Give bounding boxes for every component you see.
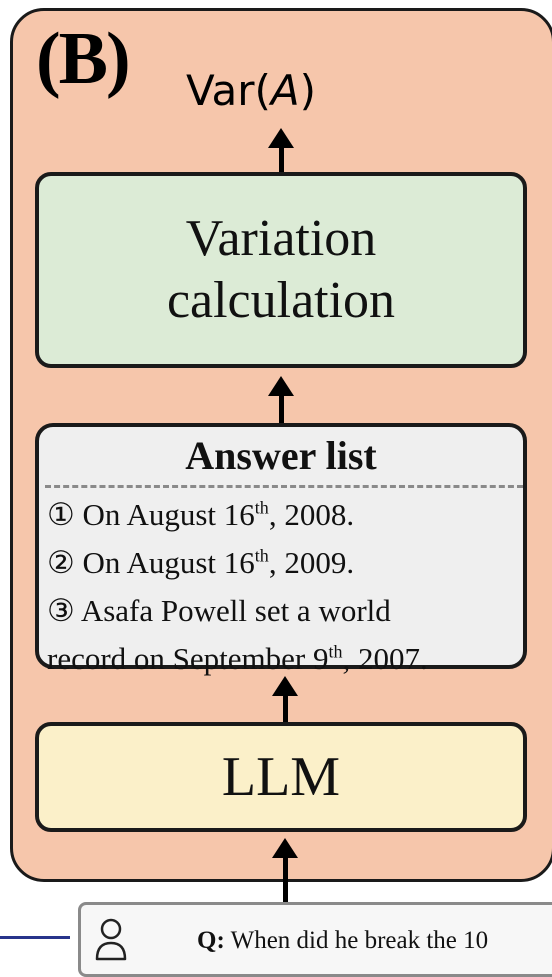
answer-marker: ① — [47, 497, 75, 532]
user-icon — [95, 918, 127, 961]
arrow-up-icon — [266, 128, 296, 174]
answer-items: ① On August 16th, 2008. ② On August 16th… — [47, 491, 527, 683]
arrow-up-icon — [270, 838, 300, 904]
query-question: When did he break the 10 — [230, 927, 489, 954]
answer-item: ② On August 16th, 2009. — [47, 545, 355, 580]
llm-label: LLM — [221, 746, 341, 808]
panel-label: (B) — [36, 18, 131, 100]
answer-list-box: Answer list ① On August 16th, 2008. ② On… — [35, 423, 527, 676]
query-bar: Q: When did he break the 10 — [78, 902, 552, 977]
connector-line — [0, 936, 70, 939]
answer-item: ① On August 16th, 2008. — [47, 497, 355, 532]
query-prefix: Q: — [197, 927, 225, 954]
llm-box: LLM — [35, 722, 527, 832]
dashed-divider — [45, 485, 523, 488]
answer-marker: ③ — [47, 593, 75, 628]
answer-marker: ② — [47, 545, 75, 580]
output-label-text: Var(A) — [186, 66, 316, 115]
arrow-up-icon — [270, 676, 300, 724]
answer-item: ③ Asafa Powell set a world — [47, 593, 391, 628]
answer-item-continuation: record on September 9th, 2007. — [47, 641, 428, 676]
output-label: Var(A) — [186, 70, 366, 112]
query-text: Q: When did he break the 10 — [197, 927, 488, 955]
arrow-up-icon — [266, 376, 296, 424]
variation-calculation-box: Variation calculation — [35, 172, 527, 368]
variation-box-line1: Variation — [185, 209, 377, 267]
variation-box-line2: calculation — [166, 272, 396, 329]
answer-list-title: Answer list — [185, 433, 377, 478]
